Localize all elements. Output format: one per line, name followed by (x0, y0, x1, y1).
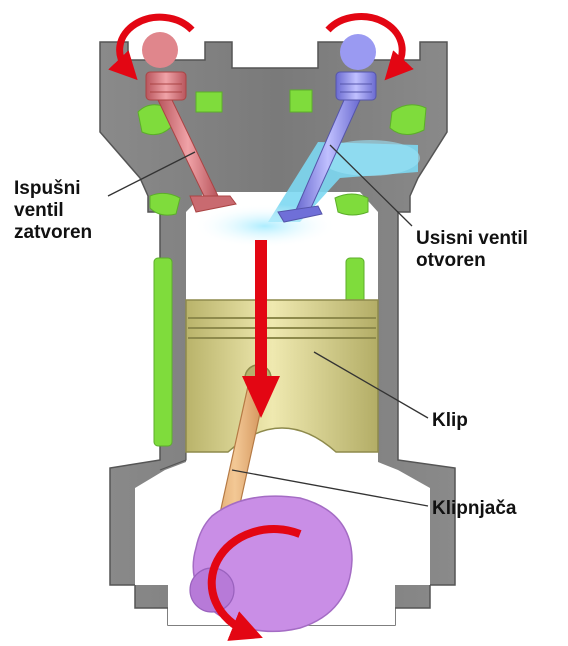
label-piston: Klip (432, 410, 468, 432)
label-exhaust-line1: Ispušni (14, 178, 92, 200)
label-exhaust-line2: ventil (14, 200, 92, 222)
label-exhaust-valve: Ispušni ventil zatvoren (14, 178, 92, 244)
label-exhaust-line3: zatvoren (14, 222, 92, 244)
label-connecting-rod: Klipnjača (432, 498, 516, 520)
label-intake-valve: Usisni ventil otvoren (416, 228, 528, 272)
label-intake-line2: otvoren (416, 250, 528, 272)
label-intake-line1: Usisni ventil (416, 228, 528, 250)
